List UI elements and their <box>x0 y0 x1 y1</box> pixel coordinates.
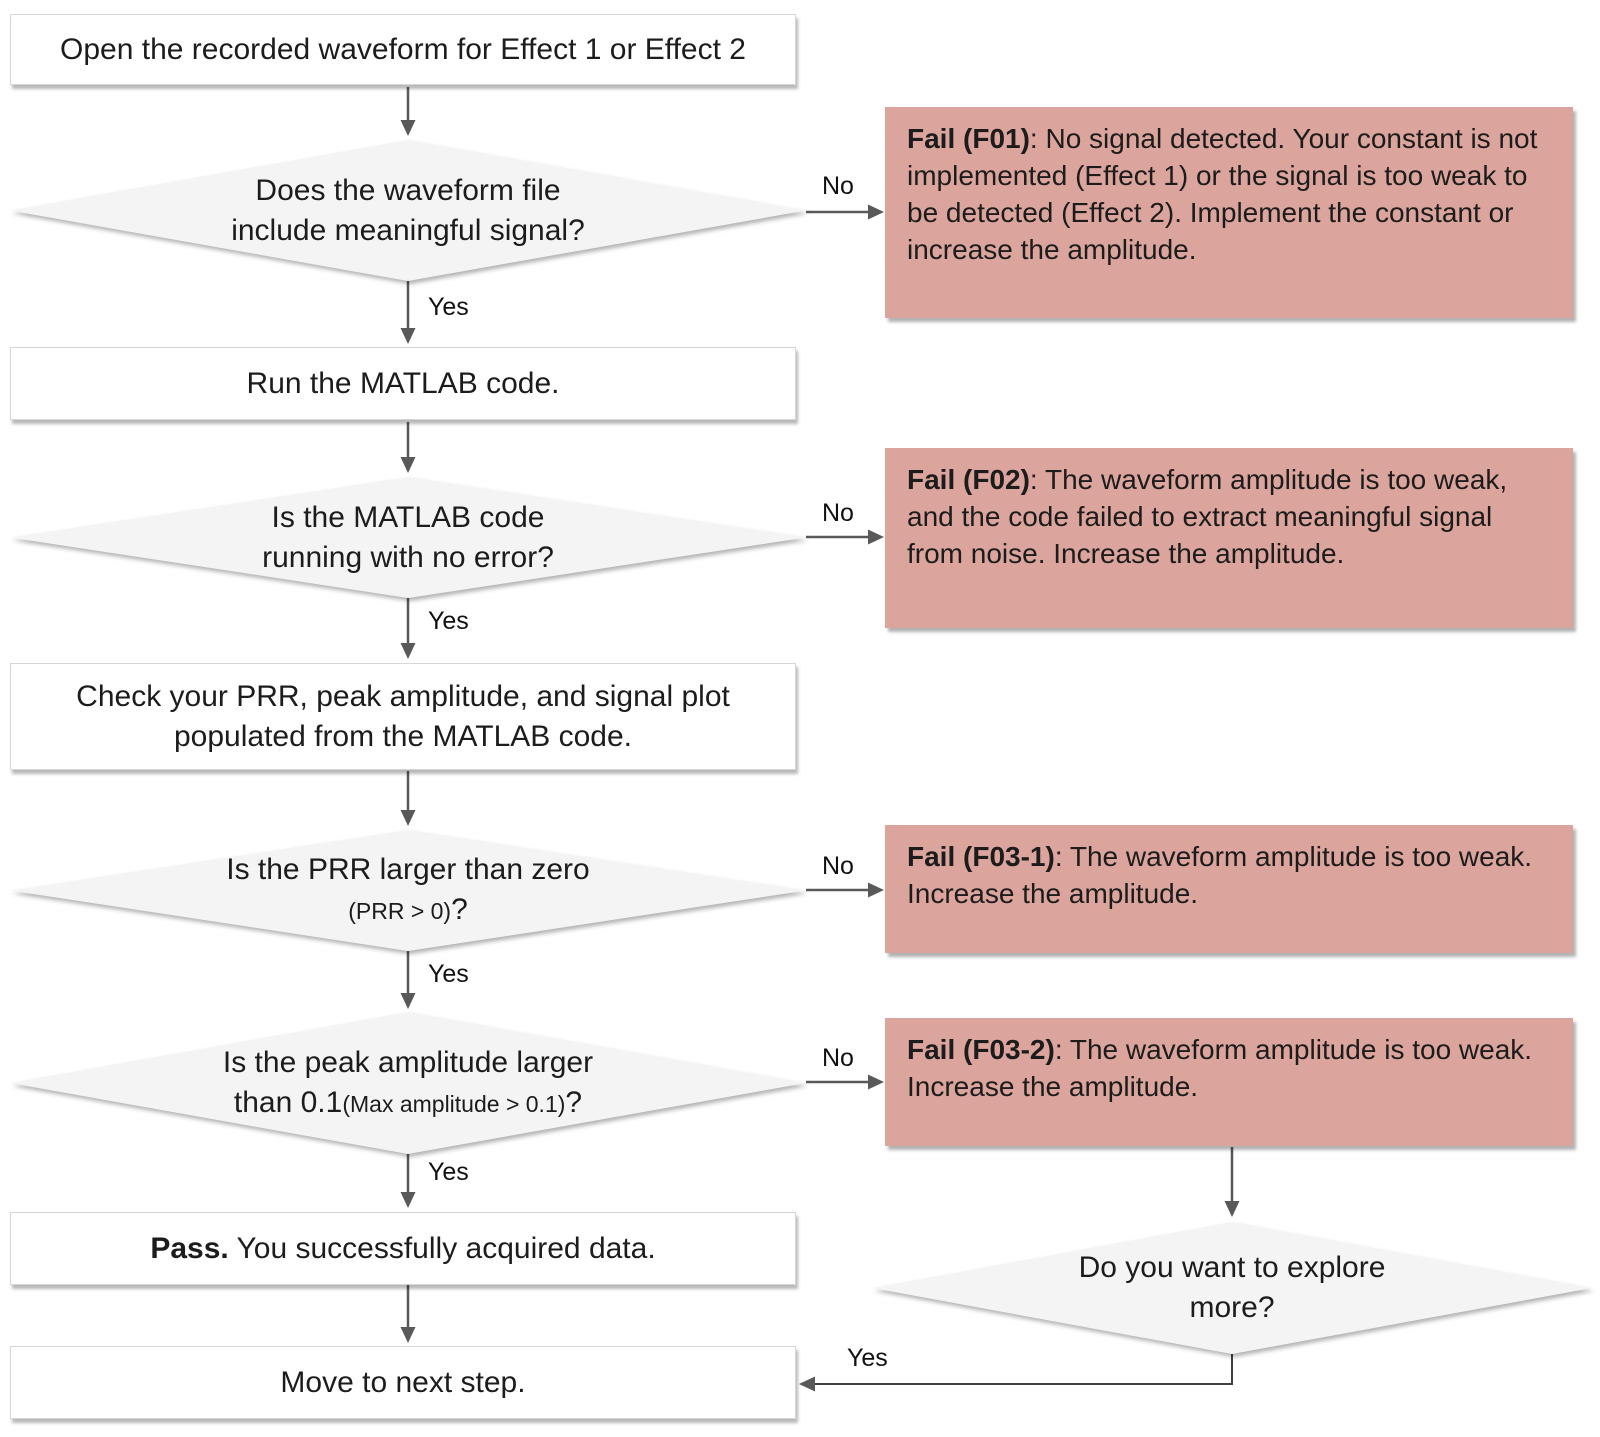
step-check-outputs-line2: populated from the MATLAB code. <box>173 719 633 753</box>
decision-meaningful-signal: Does the waveform file include meaningfu… <box>10 140 806 281</box>
decision-explore-more-line1: Do you want to explore <box>1078 1251 1386 1284</box>
step-move-next: Move to next step. <box>10 1346 796 1419</box>
fail-f03-1-text: : The waveform amplitude is too weak. In… <box>907 841 1533 909</box>
step-check-outputs-line1: Check your PRR, peak amplitude, and sign… <box>76 679 730 713</box>
decision-no-error-line1: Is the MATLAB code <box>271 500 545 534</box>
fail-f01-lead: Fail (F01) <box>907 123 1030 154</box>
decision-meaningful-signal-line1: Does the waveform file <box>255 173 561 207</box>
decision-prr-line1: Is the PRR larger than zero <box>226 853 590 886</box>
decision-peak-amplitude-line2: than 0.1(Max amplitude > 0.1)? <box>234 1083 582 1124</box>
pass-rest: You successfully acquired data. <box>228 1231 656 1265</box>
label-yes-d1: Yes <box>428 293 469 321</box>
step-pass-label: Pass. You successfully acquired data. <box>150 1229 655 1269</box>
fail-f03-1-lead: Fail (F03-1) <box>907 841 1055 872</box>
label-yes-d3: Yes <box>428 960 469 988</box>
decision-peak-condition: (Max amplitude > 0.1) <box>342 1090 566 1117</box>
step-open-waveform-label: Open the recorded waveform for Effect 1 … <box>60 32 746 66</box>
label-no-d4: No <box>822 1044 854 1072</box>
step-run-matlab: Run the MATLAB code. <box>10 347 796 420</box>
fail-f03-2-lead: Fail (F03-2) <box>907 1034 1055 1065</box>
label-yes-d4: Yes <box>428 1158 469 1186</box>
decision-prr-line2: (PRR > 0)? <box>348 890 468 931</box>
label-yes-d5: Yes <box>847 1344 888 1372</box>
fail-f03-2-text: : The waveform amplitude is too weak. In… <box>907 1034 1533 1102</box>
step-check-outputs: Check your PRR, peak amplitude, and sign… <box>10 663 796 770</box>
step-open-waveform: Open the recorded waveform for Effect 1 … <box>10 14 796 85</box>
fail-f01-text: : No signal detected. Your constant is n… <box>907 123 1538 265</box>
decision-peak-qmark: ? <box>565 1085 583 1119</box>
label-no-d3: No <box>822 852 854 880</box>
decision-prr-qmark: ? <box>451 893 468 926</box>
decision-peak-pre: than 0.1 <box>233 1085 343 1119</box>
fail-f02-lead: Fail (F02) <box>907 464 1030 495</box>
label-yes-d2: Yes <box>428 607 469 635</box>
label-no-d2: No <box>822 499 854 527</box>
fail-f02-box: Fail (F02): The waveform amplitude is to… <box>885 448 1573 628</box>
decision-explore-more-line2: more? <box>1189 1291 1275 1324</box>
arrow-d5-yes-to-move <box>799 1354 1233 1392</box>
decision-no-error-line2: running with no error? <box>262 540 554 574</box>
step-move-next-label: Move to next step. <box>280 1365 526 1399</box>
fail-f03-1-box: Fail (F03-1): The waveform amplitude is … <box>885 825 1573 953</box>
decision-prr-condition: (PRR > 0) <box>348 898 452 924</box>
decision-peak-amplitude-line1: Is the peak amplitude larger <box>222 1045 594 1079</box>
fail-f03-2-box: Fail (F03-2): The waveform amplitude is … <box>885 1018 1573 1146</box>
decision-meaningful-signal-line2: include meaningful signal? <box>231 213 585 247</box>
step-run-matlab-label: Run the MATLAB code. <box>246 366 560 400</box>
fail-f01-box: Fail (F01): No signal detected. Your con… <box>885 107 1573 318</box>
label-no-d1: No <box>822 172 854 200</box>
fail-f02-text: : The waveform amplitude is too weak, an… <box>907 464 1508 569</box>
decision-explore-more: Do you want to explore more? <box>872 1222 1592 1354</box>
step-pass: Pass. You successfully acquired data. <box>10 1212 796 1285</box>
decision-prr: Is the PRR larger than zero (PRR > 0)? <box>10 830 806 951</box>
decision-peak-amplitude: Is the peak amplitude larger than 0.1(Ma… <box>10 1012 806 1154</box>
decision-no-error: Is the MATLAB code running with no error… <box>10 477 806 598</box>
pass-lead: Pass. <box>150 1231 229 1265</box>
